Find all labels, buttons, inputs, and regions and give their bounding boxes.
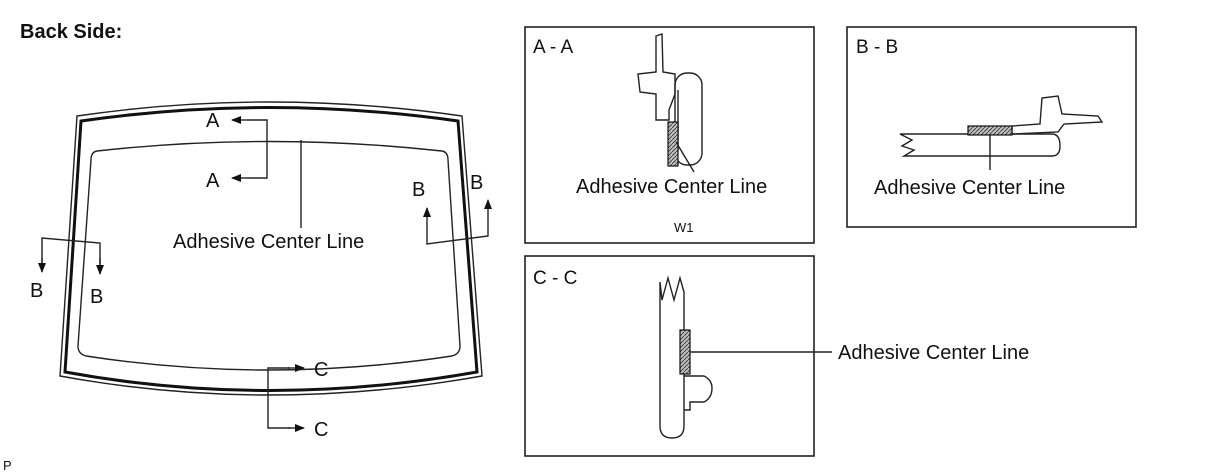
view-cc-title: C - C: [533, 268, 577, 289]
label-b-left-inner: B: [90, 286, 103, 308]
label-b-right-outer: B: [470, 172, 483, 194]
glass-outline: [59, 101, 483, 396]
view-bb-panel: B - B Adhesive Center Line: [846, 26, 1137, 228]
label-b-left-outer: B: [30, 280, 43, 302]
section-b-right-marker: B B: [412, 172, 492, 245]
label-a-top: A: [206, 110, 220, 132]
callout-main: Adhesive Center Line: [173, 231, 364, 253]
figure-code: P: [3, 458, 12, 473]
view-cc-panel: C - C Adhesive Center Line: [524, 255, 1029, 457]
label-a-bottom: A: [206, 170, 220, 192]
section-b-left-marker: B B: [30, 237, 104, 308]
aa-mark: W1: [674, 220, 694, 235]
view-aa-panel: A - A Adhesive Center Line W1: [524, 26, 815, 244]
label-c-top: C: [314, 359, 328, 381]
callout-bb: Adhesive Center Line: [874, 177, 1065, 199]
section-a-marker: A A: [206, 110, 268, 192]
view-bb-title: B - B: [856, 37, 898, 58]
callout-cc: Adhesive Center Line: [838, 342, 1029, 364]
section-c-marker: C C: [267, 359, 328, 441]
page-title: Back Side:: [20, 21, 122, 43]
callout-aa: Adhesive Center Line: [576, 176, 767, 198]
label-b-right-inner: B: [412, 179, 425, 201]
view-aa-title: A - A: [533, 37, 573, 58]
label-c-bottom: C: [314, 419, 328, 441]
